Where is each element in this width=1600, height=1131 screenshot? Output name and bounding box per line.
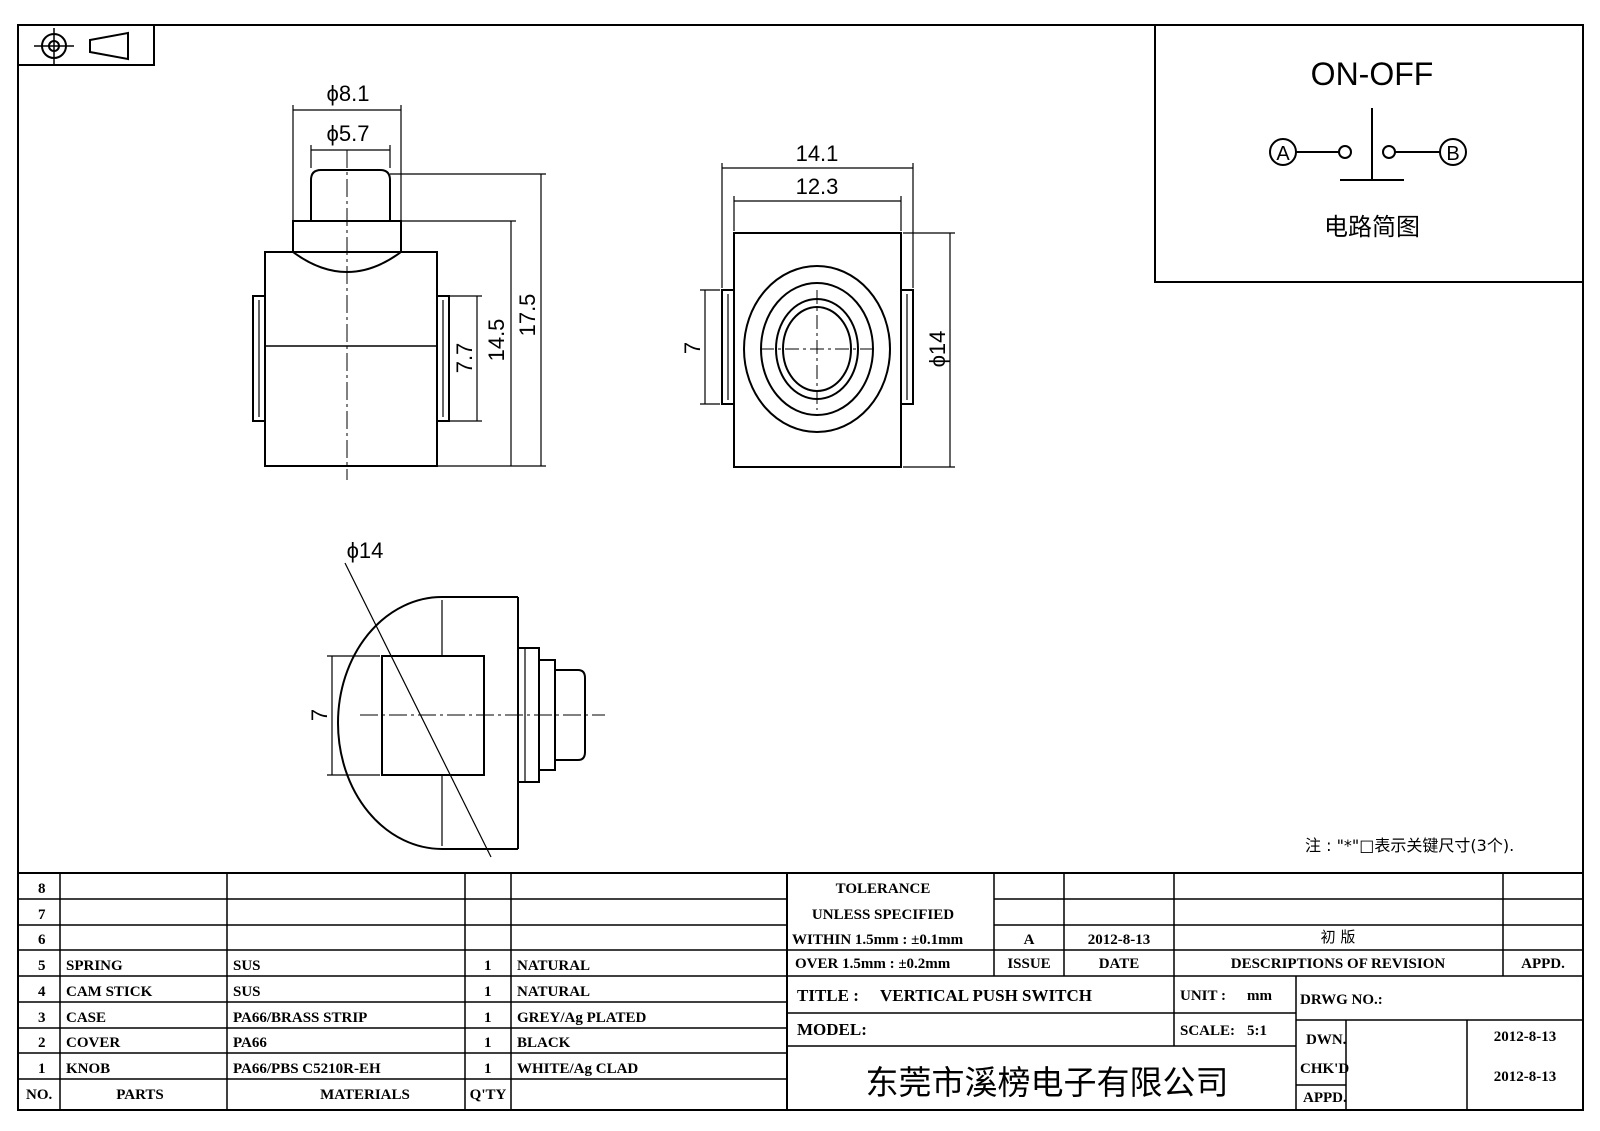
tolerance-line-4: OVER 1.5mm : ±0.2mm (795, 956, 951, 972)
dim-7-7: 7.7 (452, 343, 477, 374)
bom-row-2-material: PA66 (233, 1035, 267, 1051)
bom-row-2-finish: BLACK (517, 1035, 571, 1051)
tolerance-block: TOLERANCE UNLESS SPECIFIED WITHIN 1.5mm … (792, 881, 964, 972)
title-label: TITLE : (797, 986, 859, 1005)
dwn-date: 2012-8-13 (1494, 1029, 1557, 1045)
bom-header-materials: MATERIALS (320, 1087, 410, 1103)
bom-row-1-part: KNOB (66, 1061, 110, 1077)
dim-side-phi-14: ϕ14 (347, 538, 384, 563)
dim-phi-8-1: ϕ8.1 (327, 81, 370, 106)
side-dimensions (327, 562, 492, 858)
bom-row-2-no: 2 (38, 1035, 46, 1051)
bom-header-parts: PARTS (116, 1087, 164, 1103)
dwn-label: DWN. (1306, 1032, 1347, 1048)
dim-top-7: 7 (680, 342, 705, 354)
dim-14-5: 14.5 (484, 319, 509, 362)
switch-symbol-icon (1269, 108, 1467, 181)
side-view (337, 596, 586, 850)
bom-row-2-part: COVER (66, 1035, 120, 1051)
terminal-b-label: B (1446, 143, 1459, 165)
bom-row-4-no: 4 (38, 984, 46, 1000)
revision-issue: A (1024, 932, 1035, 948)
key-dimension-note: 注 : "*"□表示关键尺寸(3个). (1305, 836, 1514, 855)
chkd-label: CHK'D (1300, 1061, 1349, 1077)
bom-row-1-qty: 1 (484, 1061, 492, 1077)
appd-label: APPD. (1303, 1090, 1347, 1106)
bom-table: 8 7 6 5 SPRING SUS 1 NATURAL 4 CAM STICK… (26, 881, 646, 1103)
bom-row-3-part: CASE (66, 1010, 106, 1026)
dim-12-3: 12.3 (796, 174, 839, 199)
bom-header-no: NO. (26, 1087, 53, 1103)
company-name: 东莞市溪榜电子有限公司 (866, 1063, 1229, 1102)
revision-header-appd: APPD. (1521, 956, 1565, 972)
bom-row-5-finish: NATURAL (517, 958, 590, 974)
bom-row-3-material: PA66/BRASS STRIP (233, 1010, 367, 1026)
top-view (721, 232, 914, 468)
unit-label: UNIT : (1180, 988, 1226, 1004)
bom-row-3-qty: 1 (484, 1010, 492, 1026)
bom-row-7-no: 7 (38, 907, 46, 923)
bom-row-4-material: SUS (233, 984, 261, 1000)
bom-row-6-no: 6 (38, 932, 46, 948)
dim-side-7: 7 (307, 709, 332, 721)
bom-row-1-material: PA66/PBS C5210R-EH (233, 1061, 381, 1077)
bom-header-qty: Q'TY (470, 1087, 507, 1103)
circuit-caption: 电路简图 (1324, 213, 1420, 241)
title-info: TITLE : VERTICAL PUSH SWITCH MODEL: UNIT… (797, 986, 1556, 1106)
chkd-date: 2012-8-13 (1494, 1069, 1557, 1085)
scale-value: 5:1 (1247, 1023, 1267, 1039)
bom-row-8-no: 8 (38, 881, 46, 897)
drwg-no-label: DRWG NO.: (1300, 992, 1383, 1008)
revision-description: 初 版 (1321, 928, 1356, 946)
circuit-diagram: ON-OFF A B 电路简图 (1154, 24, 1584, 283)
title-block-grid (18, 872, 1583, 1110)
bom-row-2-qty: 1 (484, 1035, 492, 1051)
top-dimensions (700, 163, 955, 468)
revision-header-issue: ISSUE (1007, 956, 1050, 972)
front-view (252, 169, 450, 467)
bom-row-4-part: CAM STICK (66, 984, 153, 1000)
projection-symbol-icon (17, 24, 155, 66)
model-label: MODEL: (797, 1020, 867, 1039)
bom-row-3-no: 3 (38, 1010, 46, 1026)
bom-row-1-finish: WHITE/Ag CLAD (517, 1061, 638, 1077)
bom-row-5-material: SUS (233, 958, 261, 974)
dim-phi-5-7: ϕ5.7 (327, 121, 370, 146)
unit-value: mm (1247, 988, 1272, 1004)
bom-row-5-part: SPRING (66, 958, 123, 974)
tolerance-line-3: WITHIN 1.5mm : ±0.1mm (792, 932, 964, 948)
bom-row-4-qty: 1 (484, 984, 492, 1000)
dim-14-1: 14.1 (796, 141, 839, 166)
bom-row-5-qty: 1 (484, 958, 492, 974)
revision-header-date: DATE (1099, 956, 1140, 972)
circuit-title: ON-OFF (1311, 56, 1434, 92)
bom-row-4-finish: NATURAL (517, 984, 590, 1000)
tolerance-line-1: TOLERANCE (836, 881, 931, 897)
revision-block: A 2012-8-13 初 版 ISSUE DATE DESCRIPTIONS … (1007, 928, 1565, 972)
terminal-a-label: A (1276, 143, 1290, 165)
revision-date: 2012-8-13 (1088, 932, 1151, 948)
bom-row-1-no: 1 (38, 1061, 46, 1077)
dim-17-5: 17.5 (515, 294, 540, 337)
bom-row-3-finish: GREY/Ag PLATED (517, 1010, 646, 1026)
title-value: VERTICAL PUSH SWITCH (880, 986, 1092, 1005)
sheet-border (17, 24, 1584, 1111)
dim-top-phi-14: ϕ14 (925, 331, 950, 368)
tolerance-line-2: UNLESS SPECIFIED (812, 907, 954, 923)
bom-row-5-no: 5 (38, 958, 46, 974)
revision-header-desc: DESCRIPTIONS OF REVISION (1231, 956, 1446, 972)
scale-label: SCALE: (1180, 1023, 1235, 1039)
front-dimensions (292, 105, 546, 467)
